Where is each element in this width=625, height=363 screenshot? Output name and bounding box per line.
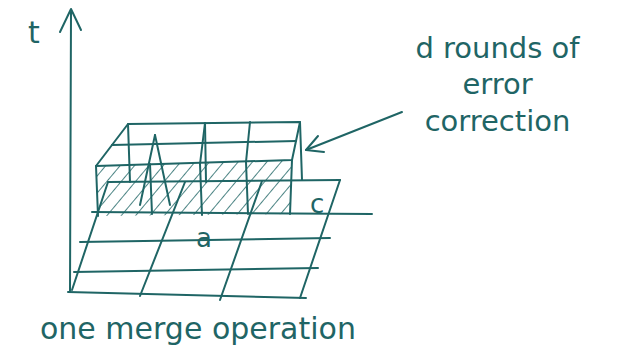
axis-arrowhead <box>60 9 81 32</box>
prism-edge <box>205 123 206 182</box>
ink-lines <box>60 9 402 300</box>
prism-line <box>155 135 170 205</box>
prism-edge <box>290 160 292 214</box>
prism-edge <box>150 164 152 214</box>
leader-arrow <box>306 112 402 150</box>
cell-label: c <box>310 188 340 221</box>
caption: one merge operation <box>40 310 480 348</box>
leader-arrowhead <box>306 136 324 152</box>
grid-line <box>300 180 340 298</box>
cell-label: a <box>196 222 226 255</box>
callout-note: d rounds of error correction <box>405 30 590 139</box>
prism-edge <box>246 162 248 214</box>
prism-edge <box>200 164 202 215</box>
prism-edge <box>96 166 98 216</box>
axis-label: t <box>28 14 68 52</box>
time-axis <box>70 12 71 292</box>
prism-line <box>246 122 250 162</box>
hatched-face <box>96 160 292 216</box>
prism-line <box>140 135 155 205</box>
base-axis <box>68 292 306 298</box>
prism-top <box>96 122 300 166</box>
grid-line <box>74 268 318 272</box>
prism-edge <box>128 124 130 182</box>
prism-edge <box>300 122 302 180</box>
prism-line <box>112 141 296 145</box>
